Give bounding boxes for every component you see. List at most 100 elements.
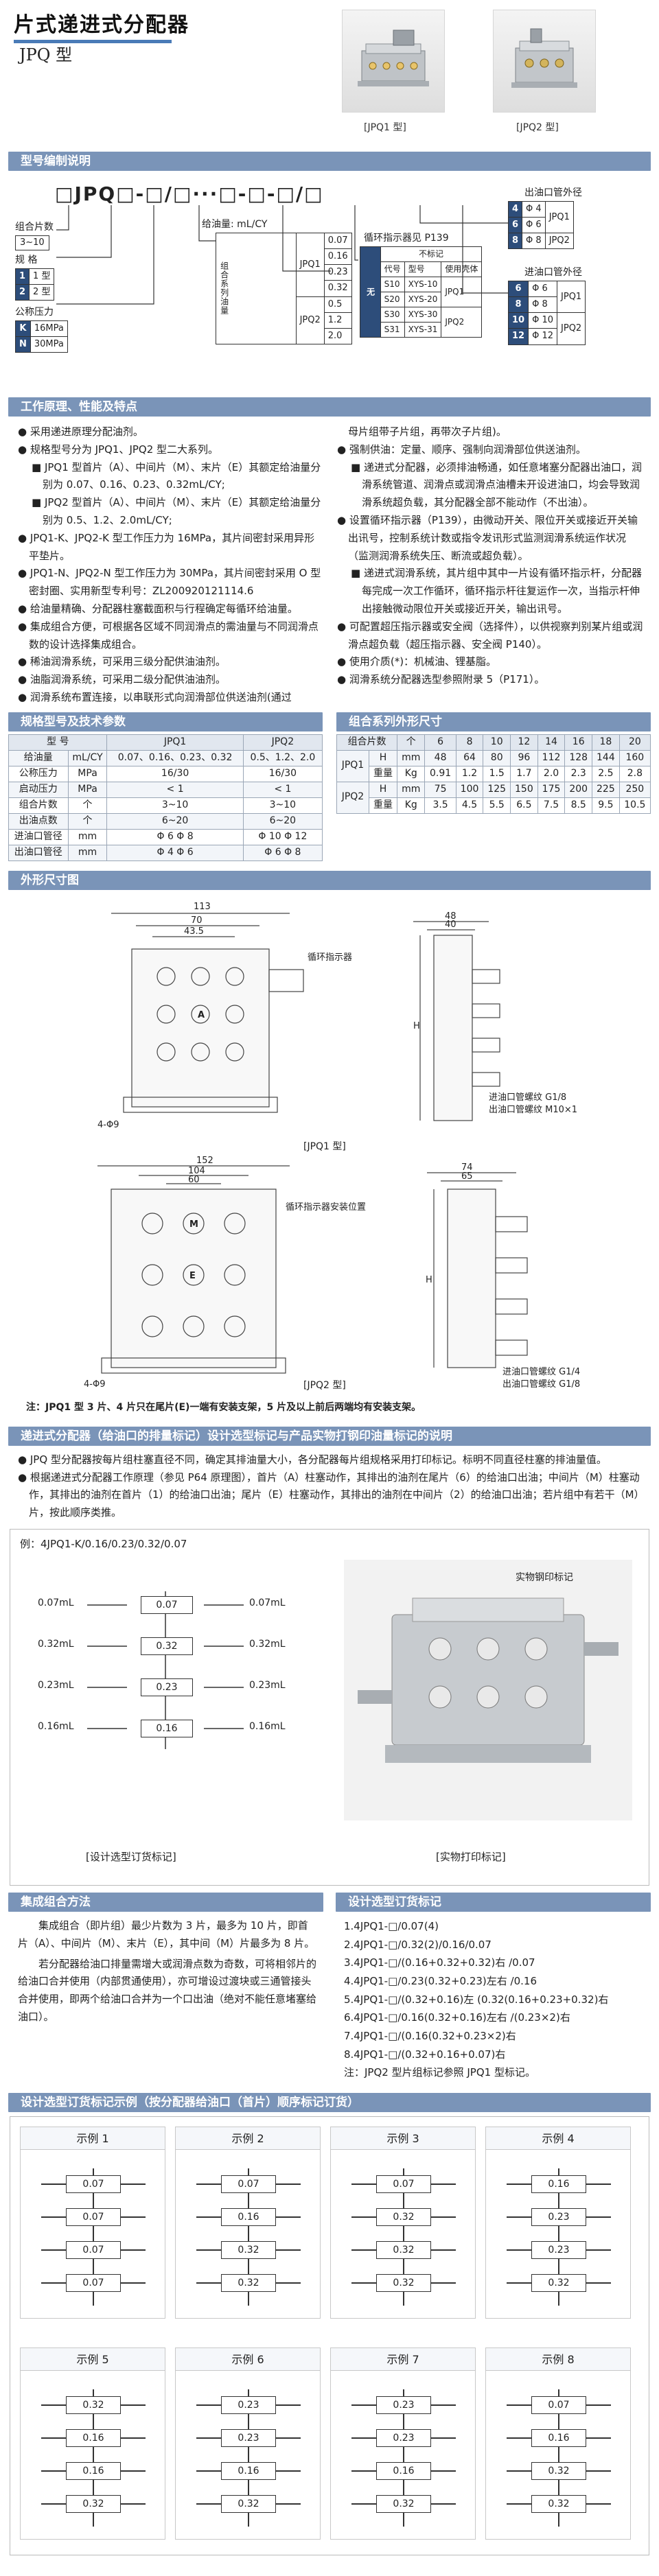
caption-stamp-mark: [实物打印标记] bbox=[436, 1850, 506, 1863]
example-tick-left bbox=[196, 2404, 221, 2406]
caption-design-mark: [设计选型订货标记] bbox=[86, 1850, 176, 1863]
example-tick-right bbox=[276, 2216, 301, 2218]
principle-left-item: ■ JPQ1 型首片（A）、中间片（M）、末片（E）其额定给油量分别为 0.07… bbox=[32, 460, 321, 491]
example-tick-left bbox=[41, 2404, 66, 2406]
dims-cell: 160 bbox=[618, 749, 651, 766]
example-tick-right bbox=[121, 2437, 146, 2439]
dim-40: 40 bbox=[445, 920, 456, 930]
marking-left-label: 0.07mL bbox=[38, 1597, 74, 1608]
marking-left-label: 0.23mL bbox=[38, 1679, 74, 1691]
example-tick-right bbox=[431, 2470, 456, 2472]
example-tick-left bbox=[196, 2470, 221, 2472]
photo-caption-jpq2: [JPQ2 型] bbox=[516, 122, 559, 133]
stamp-photo: 实物钢印标记 bbox=[344, 1559, 632, 1820]
example-spine bbox=[93, 2389, 94, 2527]
letter-m: M bbox=[189, 1219, 198, 1230]
spec-cell: 个 bbox=[67, 797, 108, 814]
example-tick-right bbox=[276, 2503, 301, 2505]
principle-text: ● 采用递进原理分配油剂。● 规格型号分为 JPQ1、JPQ2 型二大系列。■ … bbox=[0, 421, 659, 712]
example-tick-left bbox=[196, 2282, 221, 2284]
example-label: 示例 7 bbox=[330, 2347, 476, 2372]
example-tick-left bbox=[351, 2437, 376, 2439]
example-value-box: 0.32 bbox=[531, 2462, 586, 2481]
example-tick-right bbox=[121, 2282, 146, 2284]
dims-cell: 6.5 bbox=[510, 797, 538, 814]
spec-cell: MPa bbox=[67, 765, 108, 782]
dims-head-cell: 8 bbox=[455, 734, 484, 751]
example-tick-right bbox=[121, 2216, 146, 2218]
dim-74: 74 bbox=[461, 1162, 473, 1173]
example-tick-left bbox=[41, 2282, 66, 2284]
dims-cell: 2.5 bbox=[592, 765, 620, 782]
spec-cell: Φ 10 Φ 12 bbox=[242, 828, 323, 845]
example-tick-left bbox=[351, 2249, 376, 2251]
dims-cell: 75 bbox=[424, 781, 456, 798]
example-value-box: 0.32 bbox=[66, 2396, 121, 2415]
dims-cell: 225 bbox=[592, 781, 620, 798]
example-value-box: 0.32 bbox=[531, 2495, 586, 2514]
combo-paragraph-2: 若分配器给油口排量需增大或润滑点数为奇数，可将相邻片的给油口合并使用（内部贯通使… bbox=[18, 1957, 317, 2023]
marking-text: ● JPQ 型分配器按每片组柱塞直径不同，确定其排油量大小，各分配器每片组规格采… bbox=[0, 1450, 659, 1525]
label-inlet-thread-2: 进油口管螺纹 G1/4 bbox=[502, 1367, 580, 1377]
dims-model-cell: JPQ2 bbox=[336, 781, 369, 814]
section-outline: 外形尺寸图 bbox=[8, 870, 651, 890]
dims-head-cell: 20 bbox=[618, 734, 651, 751]
marking-paragraph-1: ● JPQ 型分配器按每片组柱塞直径不同，确定其排油量大小，各分配器每片组规格采… bbox=[18, 1453, 607, 1466]
ordering-item: 6.4JPQ1-□/0.16(0.32+0.16)左右 /(0.23×2)右 bbox=[344, 2011, 570, 2024]
dims-cell: 8.5 bbox=[564, 797, 593, 814]
dims-head-cell: 14 bbox=[537, 734, 566, 751]
example-spine bbox=[248, 2168, 249, 2306]
section-combo: 集成组合方法 bbox=[8, 1892, 323, 1912]
page-title: 片式递进式分配器 bbox=[14, 13, 189, 37]
dims-cell: 200 bbox=[564, 781, 593, 798]
inlet-label: 进油口管外径 bbox=[524, 267, 582, 278]
dims-cell: 3.5 bbox=[424, 797, 456, 814]
letter-e: E bbox=[189, 1271, 196, 1281]
spec-label: 规 格 bbox=[15, 255, 38, 266]
example-tick-right bbox=[431, 2249, 456, 2251]
example-tick-left bbox=[351, 2183, 376, 2185]
dim-h-1: H bbox=[413, 1021, 420, 1031]
model-code-string: □JPQ□-□/□···□-□-□/□ bbox=[55, 183, 324, 205]
example-tick-left bbox=[351, 2470, 376, 2472]
combo-paragraph-1: 集成组合（即片组）最少片数为 3 片，最多为 10 片，即首片（A）、中间片（M… bbox=[18, 1919, 315, 1949]
dim-65: 65 bbox=[461, 1171, 473, 1182]
letter-a: A bbox=[198, 1010, 205, 1020]
caption-jpq1-drawing: [JPQ1 型] bbox=[303, 1140, 346, 1152]
example-value-box: 0.16 bbox=[221, 2462, 276, 2481]
dims-cell: 5.5 bbox=[483, 797, 511, 814]
dims-cell: 重量 bbox=[368, 765, 398, 782]
example-tick-right bbox=[431, 2503, 456, 2505]
dims-cell: 2.8 bbox=[618, 765, 651, 782]
pressure-label: 公称压力 bbox=[15, 307, 54, 318]
principle-left-item: ■ JPQ2 型首片（A）、中间片（M）、末片（E）其额定给油量分别为 0.5、… bbox=[32, 496, 321, 526]
example-tick-left bbox=[41, 2470, 66, 2472]
example-value-box: 0.07 bbox=[66, 2274, 121, 2293]
principle-left-item: ● 稀油润滑系统，可采用三级分配供油油剂。 bbox=[18, 655, 226, 668]
marking-example-title: 例：4JPQ1-K/0.16/0.23/0.32/0.07 bbox=[20, 1537, 187, 1550]
example-label: 示例 2 bbox=[175, 2127, 321, 2151]
marking-right-label: 0.23mL bbox=[249, 1679, 286, 1691]
dose-label: 给油量: mL/CY bbox=[202, 219, 268, 230]
example-tick-right bbox=[431, 2404, 456, 2406]
principle-right-item: ■ 递进式分配器，必须排油畅通，如任意堵塞分配器出油口，润滑系统管道、润滑点或润… bbox=[351, 460, 642, 509]
example-tick-right bbox=[586, 2503, 611, 2505]
spec-cell: mm bbox=[67, 844, 108, 861]
spec-cell: 出油口管径 bbox=[8, 844, 69, 861]
example-tick-right bbox=[121, 2183, 146, 2185]
dims-cell: 0.91 bbox=[424, 765, 456, 782]
example-tick-left bbox=[507, 2437, 531, 2439]
example-value-box: 0.07 bbox=[66, 2175, 121, 2194]
principle-right-column: 母片组带子片组，再带次子片组)。● 强制供油：定量、顺序、强制向润滑部位供送油剂… bbox=[337, 423, 644, 707]
